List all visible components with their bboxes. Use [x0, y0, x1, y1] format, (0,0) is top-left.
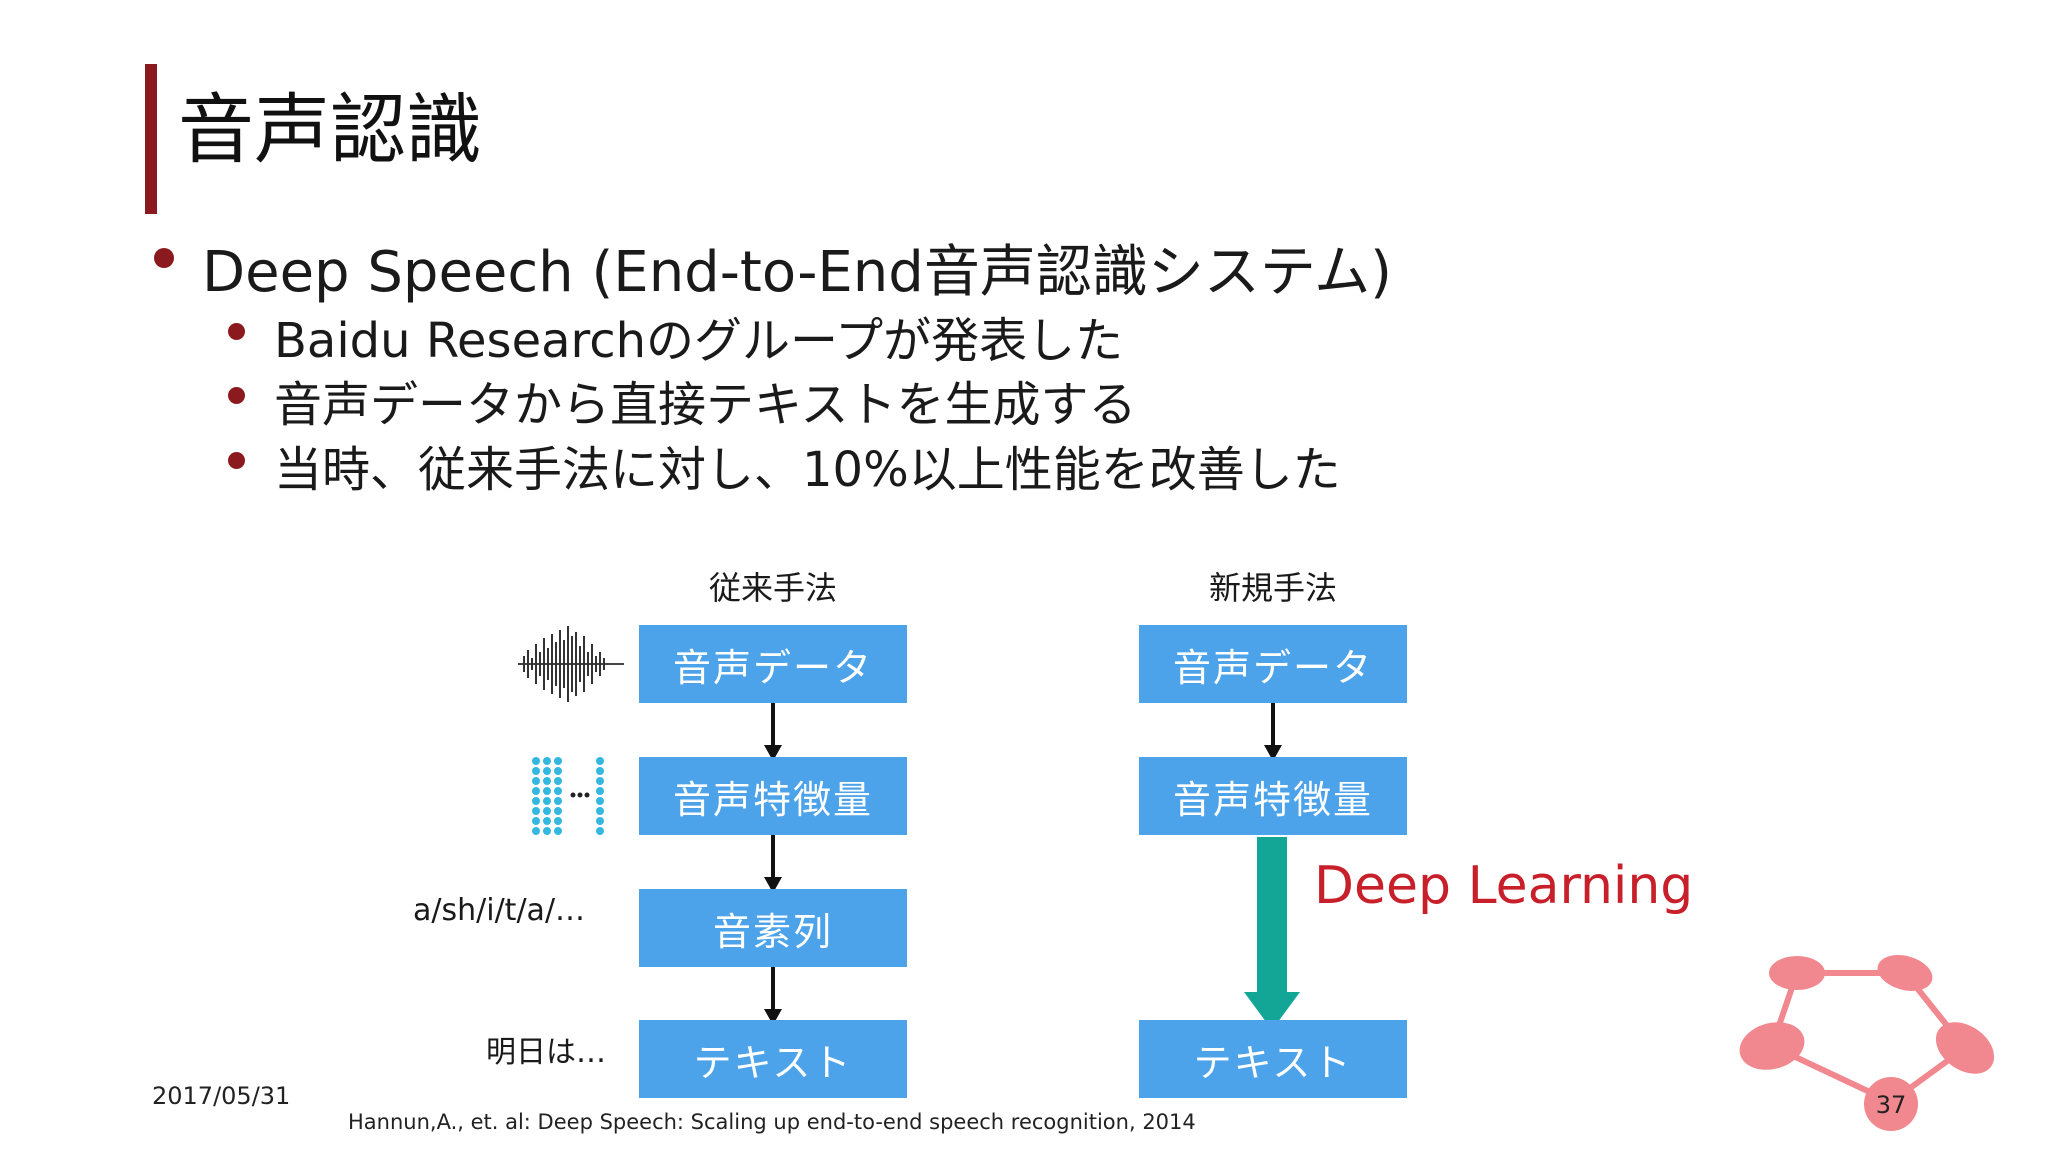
- deep-learning-arrow: [1257, 837, 1287, 995]
- conv-arrow-3: [771, 967, 775, 1012]
- sub-bullet-1: Baidu Researchのグループが発表した: [274, 313, 1124, 369]
- waveform-icon: [518, 626, 624, 702]
- new-box-audio: 音声データ: [1139, 625, 1407, 703]
- sub-bullet-dot: [228, 323, 245, 340]
- text-example-label: 明日は…: [486, 1035, 606, 1070]
- conv-arrow-2: [771, 835, 775, 880]
- slide-title: 音声認識: [178, 85, 482, 174]
- deep-learning-label: Deep Learning: [1314, 856, 1694, 916]
- new-box-text: テキスト: [1139, 1020, 1407, 1098]
- slide-date: 2017/05/31: [152, 1082, 291, 1110]
- new-arrow-1: [1271, 703, 1275, 748]
- main-bullet-text: Deep Speech (End-to-End音声認識システム): [202, 240, 1392, 305]
- citation: Hannun,A., et. al: Deep Speech: Scaling …: [348, 1110, 1196, 1134]
- conv-arrow-1: [771, 703, 775, 748]
- page-number: 37: [1875, 1091, 1907, 1119]
- new-box-features: 音声特徴量: [1139, 757, 1407, 835]
- conv-box-phonemes: 音素列: [639, 889, 907, 967]
- sub-bullet-dot: [228, 387, 245, 404]
- new-method-heading: 新規手法: [1208, 569, 1337, 607]
- conv-box-text: テキスト: [639, 1020, 907, 1098]
- phoneme-example-label: a/sh/i/t/a/…: [413, 893, 586, 928]
- conv-box-features: 音声特徴量: [639, 757, 907, 835]
- network-logo-icon: [1739, 955, 1995, 1131]
- title-accent-bar: [145, 64, 157, 214]
- bullet-dot: [154, 248, 174, 268]
- conv-box-audio: 音声データ: [639, 625, 907, 703]
- sub-bullet-2: 音声データから直接テキストを生成する: [274, 377, 1137, 433]
- conventional-heading: 従来手法: [708, 569, 837, 607]
- sub-bullet-dot: [228, 452, 245, 469]
- feature-matrix-icon: [532, 757, 604, 835]
- sub-bullet-3: 当時、従来手法に対し、10%以上性能を改善した: [274, 442, 1341, 498]
